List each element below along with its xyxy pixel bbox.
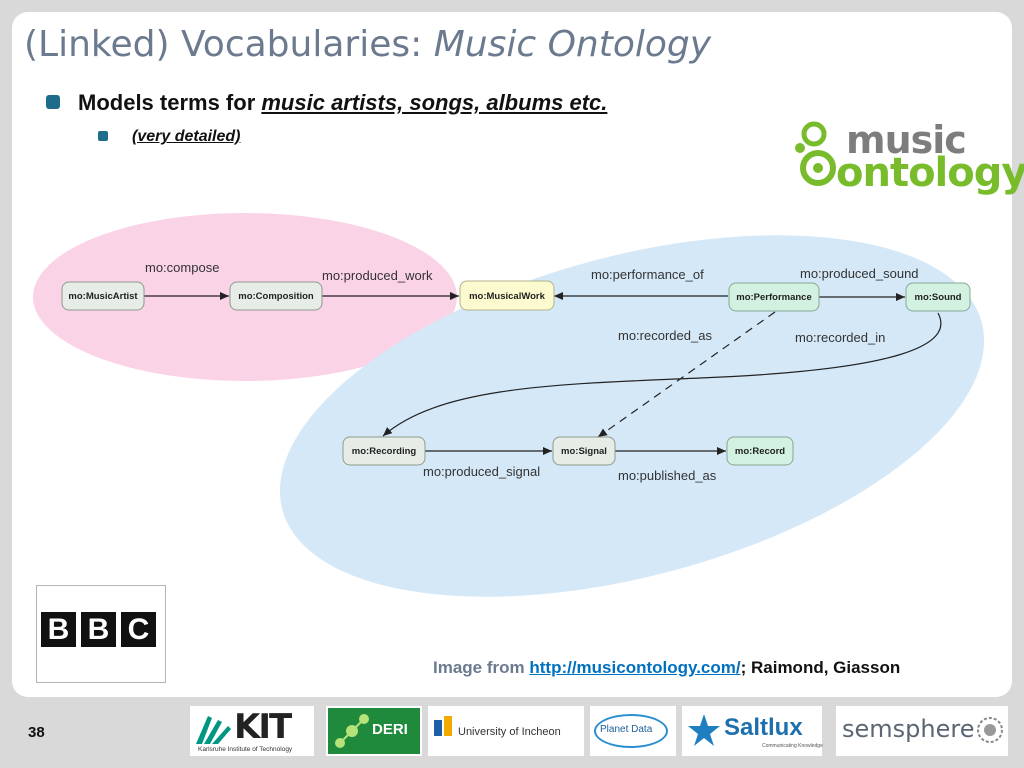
bullet-level1-prefix: Models terms for [78,90,262,115]
page-number: 38 [28,724,45,741]
planet-data-text: Planet Data [600,724,653,735]
node-music-artist: mo:MusicArtist [61,281,145,311]
kit-logo: KIT Karlsruhe Institute of Technology [190,706,314,756]
label-recorded-in: mo:recorded_in [795,330,885,345]
bbc-letter-c: C [121,612,156,647]
node-sound-label: mo:Sound [915,292,962,303]
node-signal: mo:Signal [552,436,616,466]
label-recorded-as: mo:recorded_as [618,328,712,343]
saltlux-subtitle: Communicating Knowledge [762,743,823,749]
node-recording-label: mo:Recording [352,446,417,457]
slide-title: (Linked) Vocabularies: Music Ontology [24,24,711,65]
semsphere-text: semsphere [842,715,975,743]
bullet-level1-link[interactable]: music artists, songs, albums etc. [261,90,608,115]
bullet-square-icon [98,130,108,141]
deri-logo: DERI [326,706,422,756]
node-record: mo:Record [726,436,794,466]
kit-logo-icon [196,716,231,744]
bbc-letter-b1: B [41,612,76,647]
node-performance: mo:Performance [728,282,820,312]
saltlux-logo: Saltlux Communicating Knowledge [682,706,823,756]
node-performance-label: mo:Performance [736,292,812,303]
incheon-logo-text: University of Incheon [458,726,561,738]
credit-link[interactable]: http://musicontology.com/ [529,658,741,677]
music-ontology-swirl-icon [795,121,836,186]
node-composition: mo:Composition [229,281,323,311]
bullet-level2: (very detailed) [98,128,240,146]
bullet-level1: Models terms for music artists, songs, a… [46,90,607,116]
image-credit: Image from http://musicontology.com/; Ra… [433,658,900,678]
semsphere-globe-icon [977,717,1003,743]
kit-logo-subtitle: Karlsruhe Institute of Technology [198,746,293,753]
node-musical-work-label: mo:MusicalWork [469,291,546,302]
blue-region [279,235,985,597]
bbc-letter-b2: B [81,612,116,647]
label-performance-of: mo:performance_of [591,267,704,282]
incheon-logo-icon-bar [444,716,452,736]
label-published-as: mo:published_as [618,468,717,483]
bullet-square-icon [46,95,60,110]
saltlux-star-icon [688,714,720,746]
label-produced-work: mo:produced_work [322,268,433,283]
credit-authors: Raimond, Giasson [750,658,901,677]
title-main: (Linked) Vocabularies: [24,24,434,65]
credit-separator: ; [740,658,751,677]
incheon-logo: University of Incheon [428,706,584,756]
node-record-label: mo:Record [735,446,785,457]
bullet-level2-text[interactable]: (very detailed) [132,128,241,145]
logo-word-ontology: ontology [836,150,1024,196]
node-signal-label: mo:Signal [561,446,607,457]
node-composition-label: mo:Composition [238,291,314,302]
bbc-logo: B B C [36,585,166,683]
semsphere-logo: semsphere [836,706,1008,756]
node-recording: mo:Recording [342,436,426,466]
deri-logo-icon [335,714,369,748]
title-emphasis: Music Ontology [433,24,712,65]
music-ontology-logo: music ontology [790,118,1024,198]
node-musical-work: mo:MusicalWork [459,280,555,311]
logo-word-music: music [846,118,967,162]
label-produced-signal: mo:produced_signal [423,464,540,479]
credit-prefix: Image from [433,658,530,677]
planet-data-logo: Planet Data [590,706,676,756]
label-compose: mo:compose [145,260,219,275]
incheon-logo-icon [434,720,442,736]
label-produced-sound: mo:produced_sound [800,266,919,281]
node-sound: mo:Sound [905,282,971,312]
kit-logo-text: KIT [234,707,292,747]
deri-logo-text: DERI [372,721,408,738]
saltlux-text: Saltlux [724,714,803,741]
edge-recorded-in [382,312,942,437]
node-music-artist-label: mo:MusicArtist [68,291,138,302]
planet-ring-icon [594,714,668,748]
